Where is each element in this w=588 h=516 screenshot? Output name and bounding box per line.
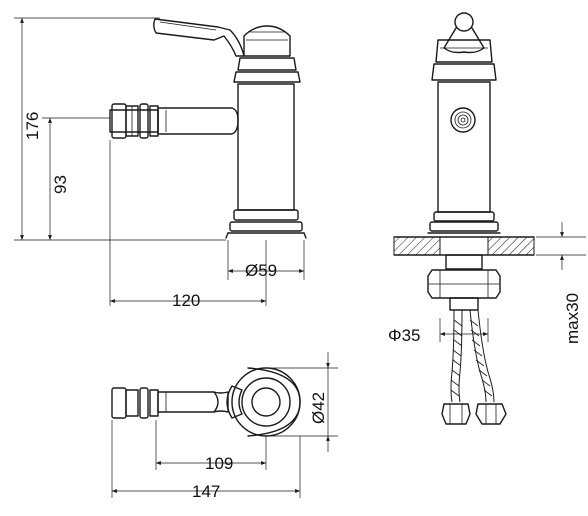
dim-top-reach-inner: 109 [205,454,233,473]
dim-base-diameter: Ø59 [245,261,277,280]
hose-left [450,309,463,403]
dim-height-spout: 93 [51,175,70,194]
top-view [111,367,301,437]
dim-deck-max: max30 [563,293,582,344]
handle-knob [454,12,474,32]
deck-right [487,236,535,256]
dim-top-base-diameter: Ø42 [309,392,328,424]
deck-left [393,236,441,256]
top-view-dimensions: Ø42 109 147 [111,352,338,501]
collar [237,57,297,71]
front-view-dimensions: Φ35 max30 [388,222,586,345]
hose-right [469,309,495,403]
dim-height-total: 176 [23,112,42,140]
mounting-nut [427,269,501,299]
aerator [450,107,476,133]
front-view [393,12,535,425]
cartridge-cap [243,25,291,57]
spout [109,109,159,133]
base-ring-lower [229,221,303,232]
dim-spout-reach: 120 [172,291,200,310]
base-ring-upper [233,209,299,221]
dim-hole-diameter: Φ35 [388,326,420,345]
front-body [437,81,491,213]
lever-handle [153,18,245,57]
faucet-body [237,83,295,211]
dim-top-length-total: 147 [192,482,220,501]
side-view [109,18,307,239]
side-view-dimensions: 176 93 Ø59 120 [14,17,305,310]
